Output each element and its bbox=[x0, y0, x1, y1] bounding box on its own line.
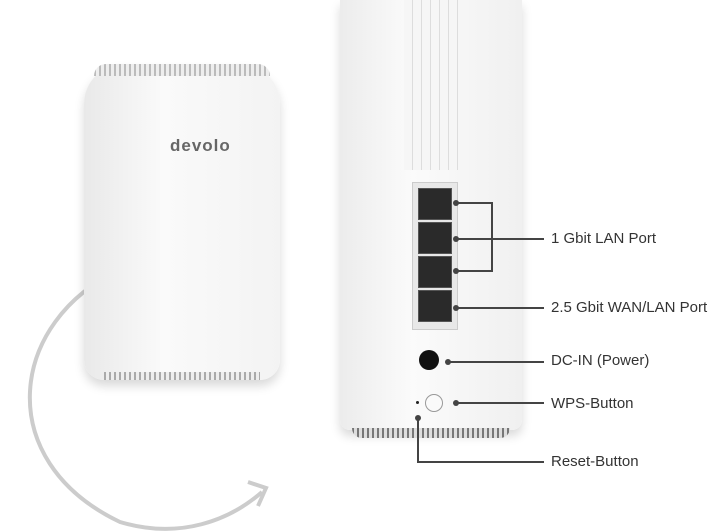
dc-in-jack bbox=[419, 350, 439, 370]
callout-wps-button: WPS-Button bbox=[551, 395, 634, 412]
callout-dc-in: DC-IN (Power) bbox=[551, 352, 650, 369]
wps-button bbox=[425, 394, 443, 412]
callout-lan-port: 1 Gbit LAN Port bbox=[551, 230, 657, 247]
lan-port-1 bbox=[418, 188, 452, 220]
wan-lan-port bbox=[418, 290, 452, 322]
reset-hole bbox=[416, 401, 419, 404]
brand-logo: devolo bbox=[170, 136, 231, 155]
callout-reset-button: Reset-Button bbox=[551, 453, 639, 470]
router-front: devolo bbox=[84, 64, 280, 380]
lan-port-2 bbox=[418, 222, 452, 254]
lan-port-3 bbox=[418, 256, 452, 288]
rotation-arrow-icon bbox=[27, 268, 269, 531]
callout-wan-lan-port: 2.5 Gbit WAN/LAN Port bbox=[551, 299, 708, 316]
